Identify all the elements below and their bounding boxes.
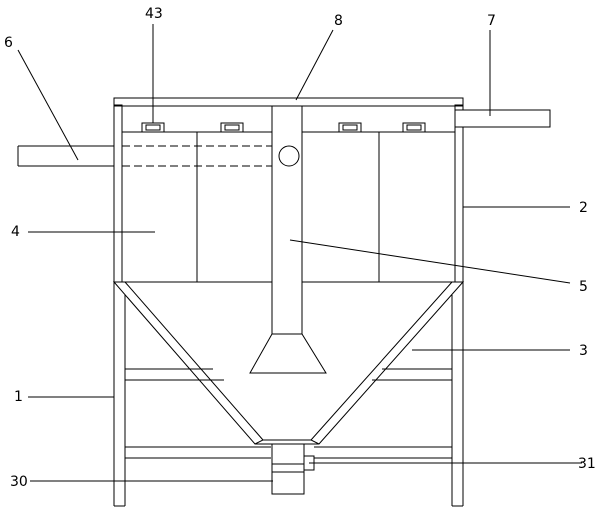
right-wall-hatch	[454, 104, 464, 283]
reference-labels: 43 8 7 6 2 4 5 3 1 30 31	[4, 6, 596, 490]
label-43: 43	[145, 6, 163, 22]
filter-partitions	[196, 132, 380, 282]
nozzle-3	[338, 122, 362, 133]
nozzle-1	[141, 122, 165, 133]
discharge-assembly	[271, 443, 315, 495]
leader-8	[295, 29, 334, 101]
label-30: 30	[10, 474, 28, 490]
hopper-left-wall	[112, 281, 264, 445]
nozzle-2	[220, 122, 244, 133]
tube-inlet-circle	[278, 145, 300, 167]
leader-6	[17, 49, 79, 161]
inlet-pipe	[17, 145, 289, 167]
label-7: 7	[487, 13, 496, 29]
label-2: 2	[579, 200, 588, 216]
hopper-right-wall	[310, 281, 465, 445]
central-tube-body	[271, 105, 303, 335]
label-5: 5	[579, 279, 588, 295]
label-6: 6	[4, 35, 13, 51]
label-3: 3	[579, 343, 588, 359]
nozzle-4	[402, 122, 426, 133]
support-frame	[113, 282, 464, 507]
leader-5	[289, 239, 571, 284]
label-4: 4	[11, 224, 20, 240]
left-wall-hatch	[113, 104, 123, 283]
label-1: 1	[14, 389, 23, 405]
nozzles	[141, 122, 426, 133]
label-8: 8	[334, 13, 343, 29]
tube-flare	[249, 333, 327, 374]
label-31: 31	[578, 456, 596, 472]
top-cover	[113, 97, 464, 107]
discharge-outlet	[271, 443, 305, 495]
leader-lines	[17, 24, 582, 482]
outlet-pipe	[454, 109, 551, 128]
central-tube	[249, 105, 327, 374]
